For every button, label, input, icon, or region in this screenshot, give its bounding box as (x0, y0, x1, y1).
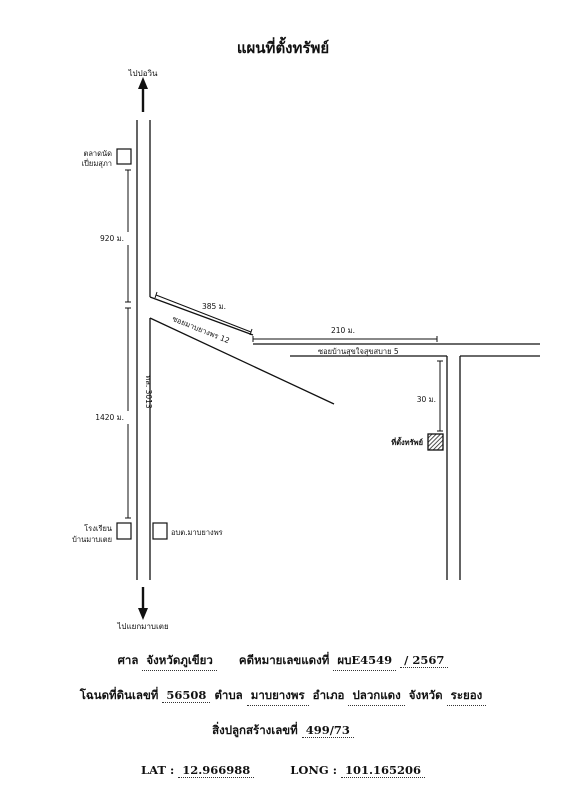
soi-mabyangporn-lower-edge (149, 317, 335, 405)
distance-385-label: 385 ม. (202, 302, 226, 311)
tambon-name: มาบยางพร (246, 687, 309, 706)
deed-line: โฉนดที่ดินเลขที่ 56508 ตำบล มาบยางพร อำเ… (0, 687, 566, 706)
tao-landmark (152, 522, 168, 540)
distance-210-label: 210 ม. (331, 326, 355, 335)
deed-prefix: โฉนดที่ดินเลขที่ (79, 688, 159, 702)
province-prefix: จังหวัด (408, 688, 443, 702)
tambon-prefix: ตำบล (214, 688, 243, 702)
distance-920-label: 920 ม. (100, 234, 124, 243)
soi-bansukjai-label: ซอยบ้านสุขใจสุขสบาย 5 (318, 347, 399, 356)
case-number: ผบE4549 (333, 652, 397, 671)
dimension-1420m (125, 307, 131, 519)
south-arrow (138, 587, 148, 620)
lat-value: 12.966988 (178, 763, 255, 778)
dimension-920m (125, 169, 131, 303)
court-name: จังหวัดภูเขียว (142, 652, 217, 671)
building-prefix: สิ่งปลูกสร้างเลขที่ (212, 723, 298, 737)
case-prefix: คดีหมายเลขแดงที่ (238, 653, 330, 667)
dimension-385m (154, 291, 253, 336)
highway-label: ทล. 3013 (144, 375, 153, 409)
court-prefix: ศาล (117, 653, 139, 667)
south-direction-label: ไปแยกมาบเตย (116, 622, 168, 631)
province-name: ระยอง (446, 687, 487, 706)
property-marker (427, 433, 444, 451)
north-arrow (138, 77, 148, 112)
market-landmark (116, 148, 132, 165)
dimension-30m (437, 360, 443, 432)
deed-number: 56508 (162, 688, 211, 703)
soi-mabyangporn-upper-edge (149, 296, 254, 336)
soi-mabyangporn-label: ซอยมาบยางพร 12 (171, 314, 231, 345)
distance-1420-label: 1420 ม. (95, 413, 124, 422)
long-label: LONG : (290, 763, 337, 777)
amphoe-prefix: อำเภอ (312, 688, 345, 702)
case-year: / 2567 (400, 653, 449, 668)
tao-label: อบต.มาบยางพร (171, 528, 223, 537)
north-direction-label: ไปปอวิน (128, 69, 158, 78)
long-value: 101.165206 (340, 763, 425, 778)
school-label-line2: บ้านมาบเตย (72, 535, 112, 544)
property-label: ที่ตั้งทรัพย์ (391, 436, 423, 447)
building-line: สิ่งปลูกสร้างเลขที่ 499/73 (0, 722, 566, 740)
school-label-line1: โรงเรียน (84, 524, 112, 533)
amphoe-name: ปลวกแดง (348, 687, 405, 706)
dimension-210m (252, 336, 438, 342)
coordinates-line: LAT : 12.966988 LONG : 101.165206 (0, 763, 566, 778)
distance-30-label: 30 ม. (417, 395, 436, 404)
building-number: 499/73 (301, 723, 354, 738)
court-line: ศาล จังหวัดภูเขียว คดีหมายเลขแดงที่ ผบE4… (0, 652, 566, 671)
page-title: แผนที่ตั้งทรัพย์ (236, 39, 330, 57)
lat-label: LAT : (141, 763, 175, 777)
school-landmark (116, 522, 132, 540)
market-label-line1: ตลาดนัด (83, 149, 112, 158)
market-label-line2: เปี่ยมสุภา (82, 158, 112, 168)
